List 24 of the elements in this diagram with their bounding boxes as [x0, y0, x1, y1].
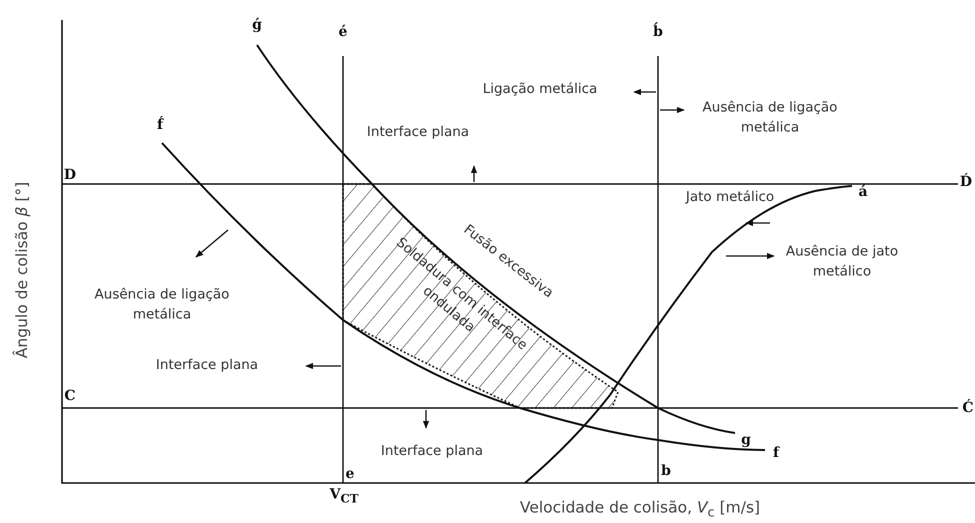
- curve-label: f: [772, 444, 780, 463]
- curve-label: f́: [156, 115, 164, 135]
- region-label: Ligação metálica: [482, 80, 598, 100]
- curve-label: á: [858, 182, 868, 202]
- tick-label: V$_{CT}$: [330, 486, 358, 508]
- region-label: Ausência de jato metálico: [784, 242, 900, 281]
- axis-title: Ângulo de colisão β [°]: [12, 182, 32, 358]
- region-label: Jato metálico: [686, 188, 774, 208]
- axis-title: Velocidade de colisão, V$_{c}$ [m/s]: [520, 498, 760, 523]
- curve-label: g: [741, 430, 751, 450]
- region-label: Interface plana: [366, 123, 470, 142]
- line-label: Ć: [962, 398, 974, 418]
- line-label: b: [661, 462, 671, 481]
- line-label: D́: [960, 172, 972, 192]
- line-label: D: [64, 166, 76, 185]
- region-label: Interface plana: [156, 356, 258, 376]
- line-label: e: [346, 464, 354, 484]
- curve-label: ǵ: [252, 16, 262, 35]
- region-label: Ausência de ligação metálica: [94, 285, 230, 324]
- curve-label: b́: [653, 22, 663, 42]
- region-label: Ausência de ligação metálica: [702, 98, 838, 137]
- region-label: Interface plana: [380, 442, 484, 462]
- line-label: C: [64, 386, 76, 406]
- curve-label: é: [338, 22, 348, 42]
